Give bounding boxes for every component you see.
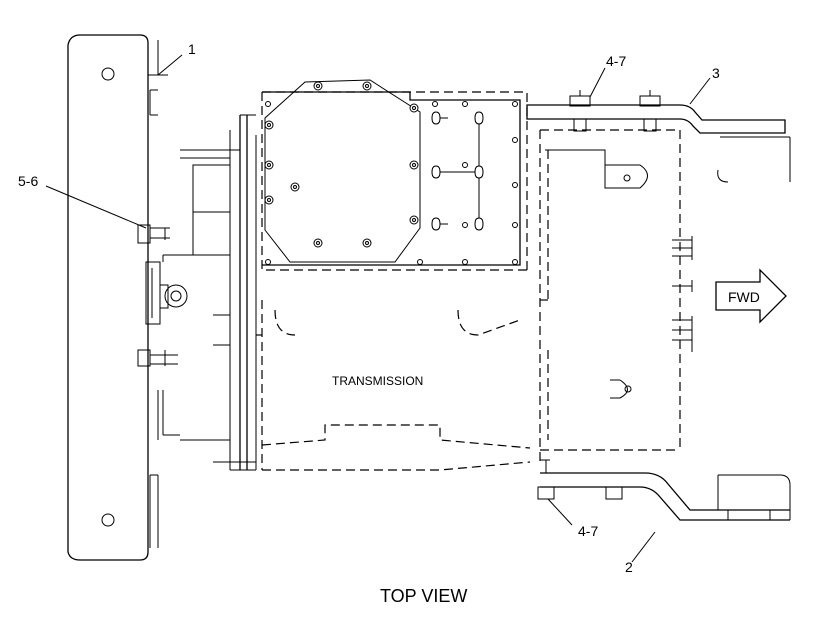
transmission-label: TRANSMISSION <box>332 374 423 388</box>
forward-direction-arrow: FWD <box>715 268 787 324</box>
callout-4-7-top: 4-7 <box>589 53 626 98</box>
callout-5-6-label: 5-6 <box>18 173 38 189</box>
callout-5-6: 5-6 <box>18 173 147 229</box>
fwd-label: FWD <box>728 289 760 305</box>
plate-hole-top <box>101 67 115 81</box>
view-caption: TOP VIEW <box>380 586 467 606</box>
callout-1: 1 <box>157 41 196 76</box>
plate-hole-bottom <box>101 513 115 527</box>
callout-4-7-top-label: 4-7 <box>606 53 626 69</box>
plate-bracket-fittings <box>137 224 188 367</box>
transmission-cover-plate <box>262 79 521 266</box>
transmission-right-fittings <box>672 236 693 352</box>
callout-2-label: 2 <box>625 559 633 575</box>
callout-3-label: 3 <box>712 65 720 81</box>
callout-3: 3 <box>689 65 720 105</box>
callout-4-7-bottom-label: 4-7 <box>578 523 598 539</box>
inner-support-bracket <box>545 149 648 399</box>
lower-right-bracket <box>537 459 791 521</box>
valve-fittings <box>431 111 484 231</box>
transmission-left-structure <box>162 114 257 471</box>
left-mounting-plate <box>67 34 168 561</box>
callout-2: 2 <box>625 531 656 575</box>
callout-1-label: 1 <box>188 41 196 57</box>
upper-right-bracket <box>526 90 791 183</box>
callout-4-7-bottom: 4-7 <box>547 498 598 539</box>
transmission-body-outline <box>256 91 681 471</box>
cover-plate-bolts <box>264 81 518 265</box>
